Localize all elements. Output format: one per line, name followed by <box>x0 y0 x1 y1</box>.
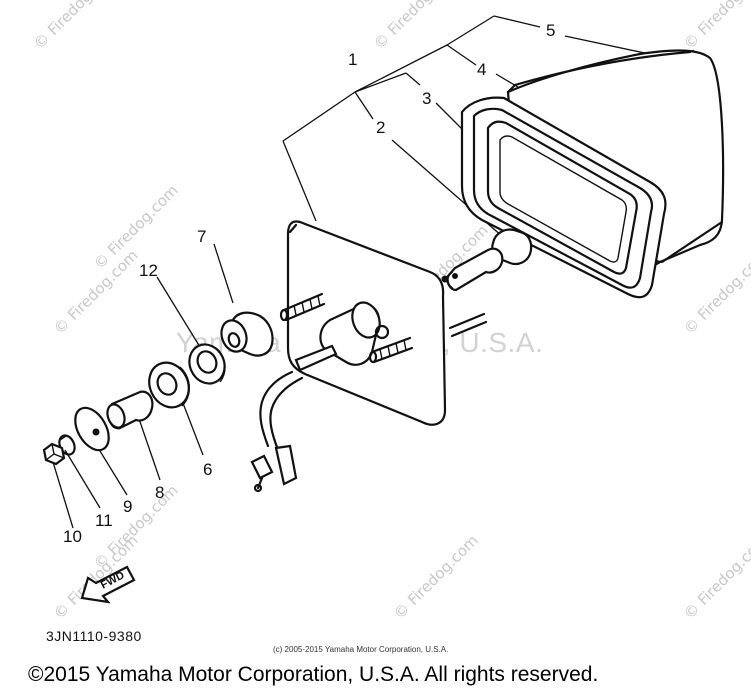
callout-8: 8 <box>155 483 164 502</box>
callout-6: 6 <box>203 460 212 479</box>
nut-part-10 <box>42 442 66 466</box>
lens-gasket-part-3 <box>460 96 667 299</box>
callout-4: 4 <box>477 60 486 79</box>
grommet-part-7 <box>220 311 274 357</box>
collar-part-8 <box>106 390 154 430</box>
callout-7: 7 <box>197 227 206 246</box>
copyright-footer: ©2015 Yamaha Motor Corporation, U.S.A. A… <box>28 663 598 686</box>
taillight-base-part-1 <box>250 220 488 493</box>
callout-10: 10 <box>63 527 82 546</box>
callout-2: 2 <box>376 118 385 137</box>
callout-9: 9 <box>123 497 132 516</box>
callout-labels: 1 2 3 4 5 7 12 6 8 9 10 11 <box>63 21 555 546</box>
callout-11: 11 <box>95 511 113 530</box>
copyright-small: (c) 2005-2015 Yamaha Motor Corporation, … <box>273 645 448 654</box>
plate-washer-part-9 <box>74 406 110 452</box>
callout-1: 1 <box>348 50 357 69</box>
callout-5: 5 <box>546 21 555 40</box>
part-code: 3JN1110-9380 <box>46 628 142 644</box>
watermark-site: © Firedog.com <box>30 0 122 53</box>
callout-3: 3 <box>422 89 431 108</box>
watermark-site: © Firedog.com <box>680 531 751 623</box>
washer-part-12 <box>188 343 226 385</box>
watermark-site: © Firedog.com <box>680 246 751 338</box>
watermark-site: © Firedog.com <box>390 531 482 623</box>
watermark-site: © Firedog.com <box>680 0 751 53</box>
washer-part-6 <box>148 361 190 409</box>
callout-12: 12 <box>139 261 158 280</box>
bulb-part-2 <box>441 228 533 292</box>
